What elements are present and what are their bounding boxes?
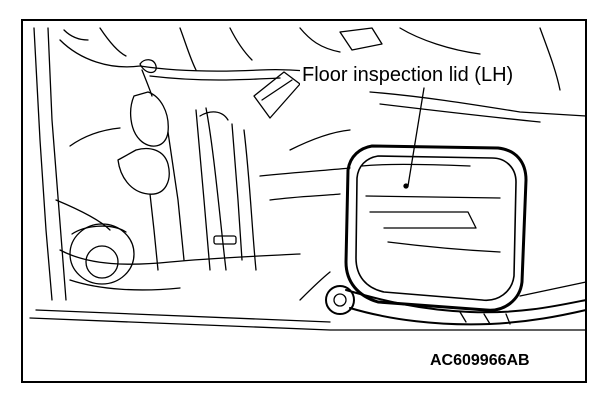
callout-label: Floor inspection lid (LH)	[300, 63, 516, 87]
vehicle-floor-drawing	[29, 27, 587, 331]
figure-id: AC609966AB	[430, 352, 530, 369]
